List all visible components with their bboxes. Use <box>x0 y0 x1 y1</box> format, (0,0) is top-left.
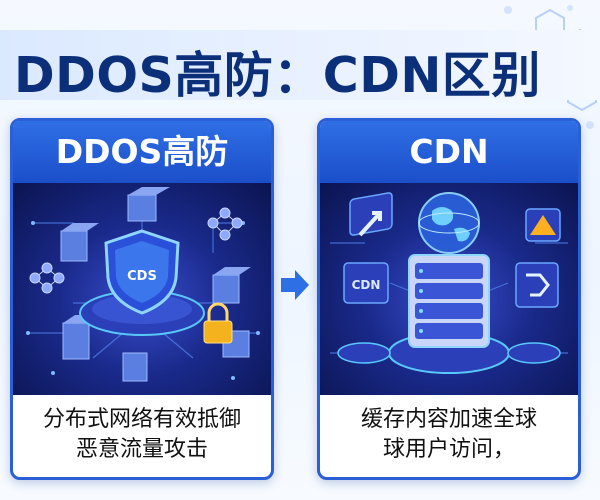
description-line: 球用户访问， <box>382 437 515 462</box>
cdn-card: CDN CDN <box>317 118 581 480</box>
description-line: 分布式网络有效抵御 <box>42 407 241 432</box>
ddos-protection-card: DDOS高防 <box>10 118 274 480</box>
card-heading: DDOS高防 <box>13 121 271 183</box>
server-block-icon <box>127 187 170 222</box>
upload-arrow-icon <box>349 192 393 237</box>
arrow-right-icon <box>281 270 309 300</box>
shield-label: CDS <box>127 269 157 284</box>
warning-icon <box>525 208 561 242</box>
server-block-icon <box>212 267 251 304</box>
network-node-icon <box>207 207 243 241</box>
padlock-icon <box>203 302 233 344</box>
page-title: DDOS高防：CDN区别 <box>14 47 541 104</box>
page-title-banner: DDOS高防：CDN区别 <box>0 30 600 104</box>
cdn-server-illustration: CDN <box>320 183 578 395</box>
card-description: 缓存内容加速全球 球用户访问， <box>320 399 578 477</box>
server-block-icon <box>60 223 99 262</box>
card-description: 分布式网络有效抵御 恶意流量攻击 <box>13 399 271 477</box>
globe-icon <box>418 192 480 254</box>
description-line: 恶意流量攻击 <box>75 437 208 462</box>
server-block-icon <box>122 352 148 382</box>
description-line: 缓存内容加速全球 <box>360 407 537 432</box>
server-stack-icon <box>388 254 510 374</box>
cdn-tile-label: CDN <box>352 278 381 292</box>
ddos-network-illustration: CDS <box>13 183 271 395</box>
cdn-tile <box>343 262 389 304</box>
network-node-icon <box>29 262 65 294</box>
shield-icon <box>104 229 180 315</box>
card-heading: CDN <box>320 121 578 183</box>
glow-platform <box>507 342 561 364</box>
refresh-icon <box>515 262 559 308</box>
glow-platform <box>337 342 391 364</box>
